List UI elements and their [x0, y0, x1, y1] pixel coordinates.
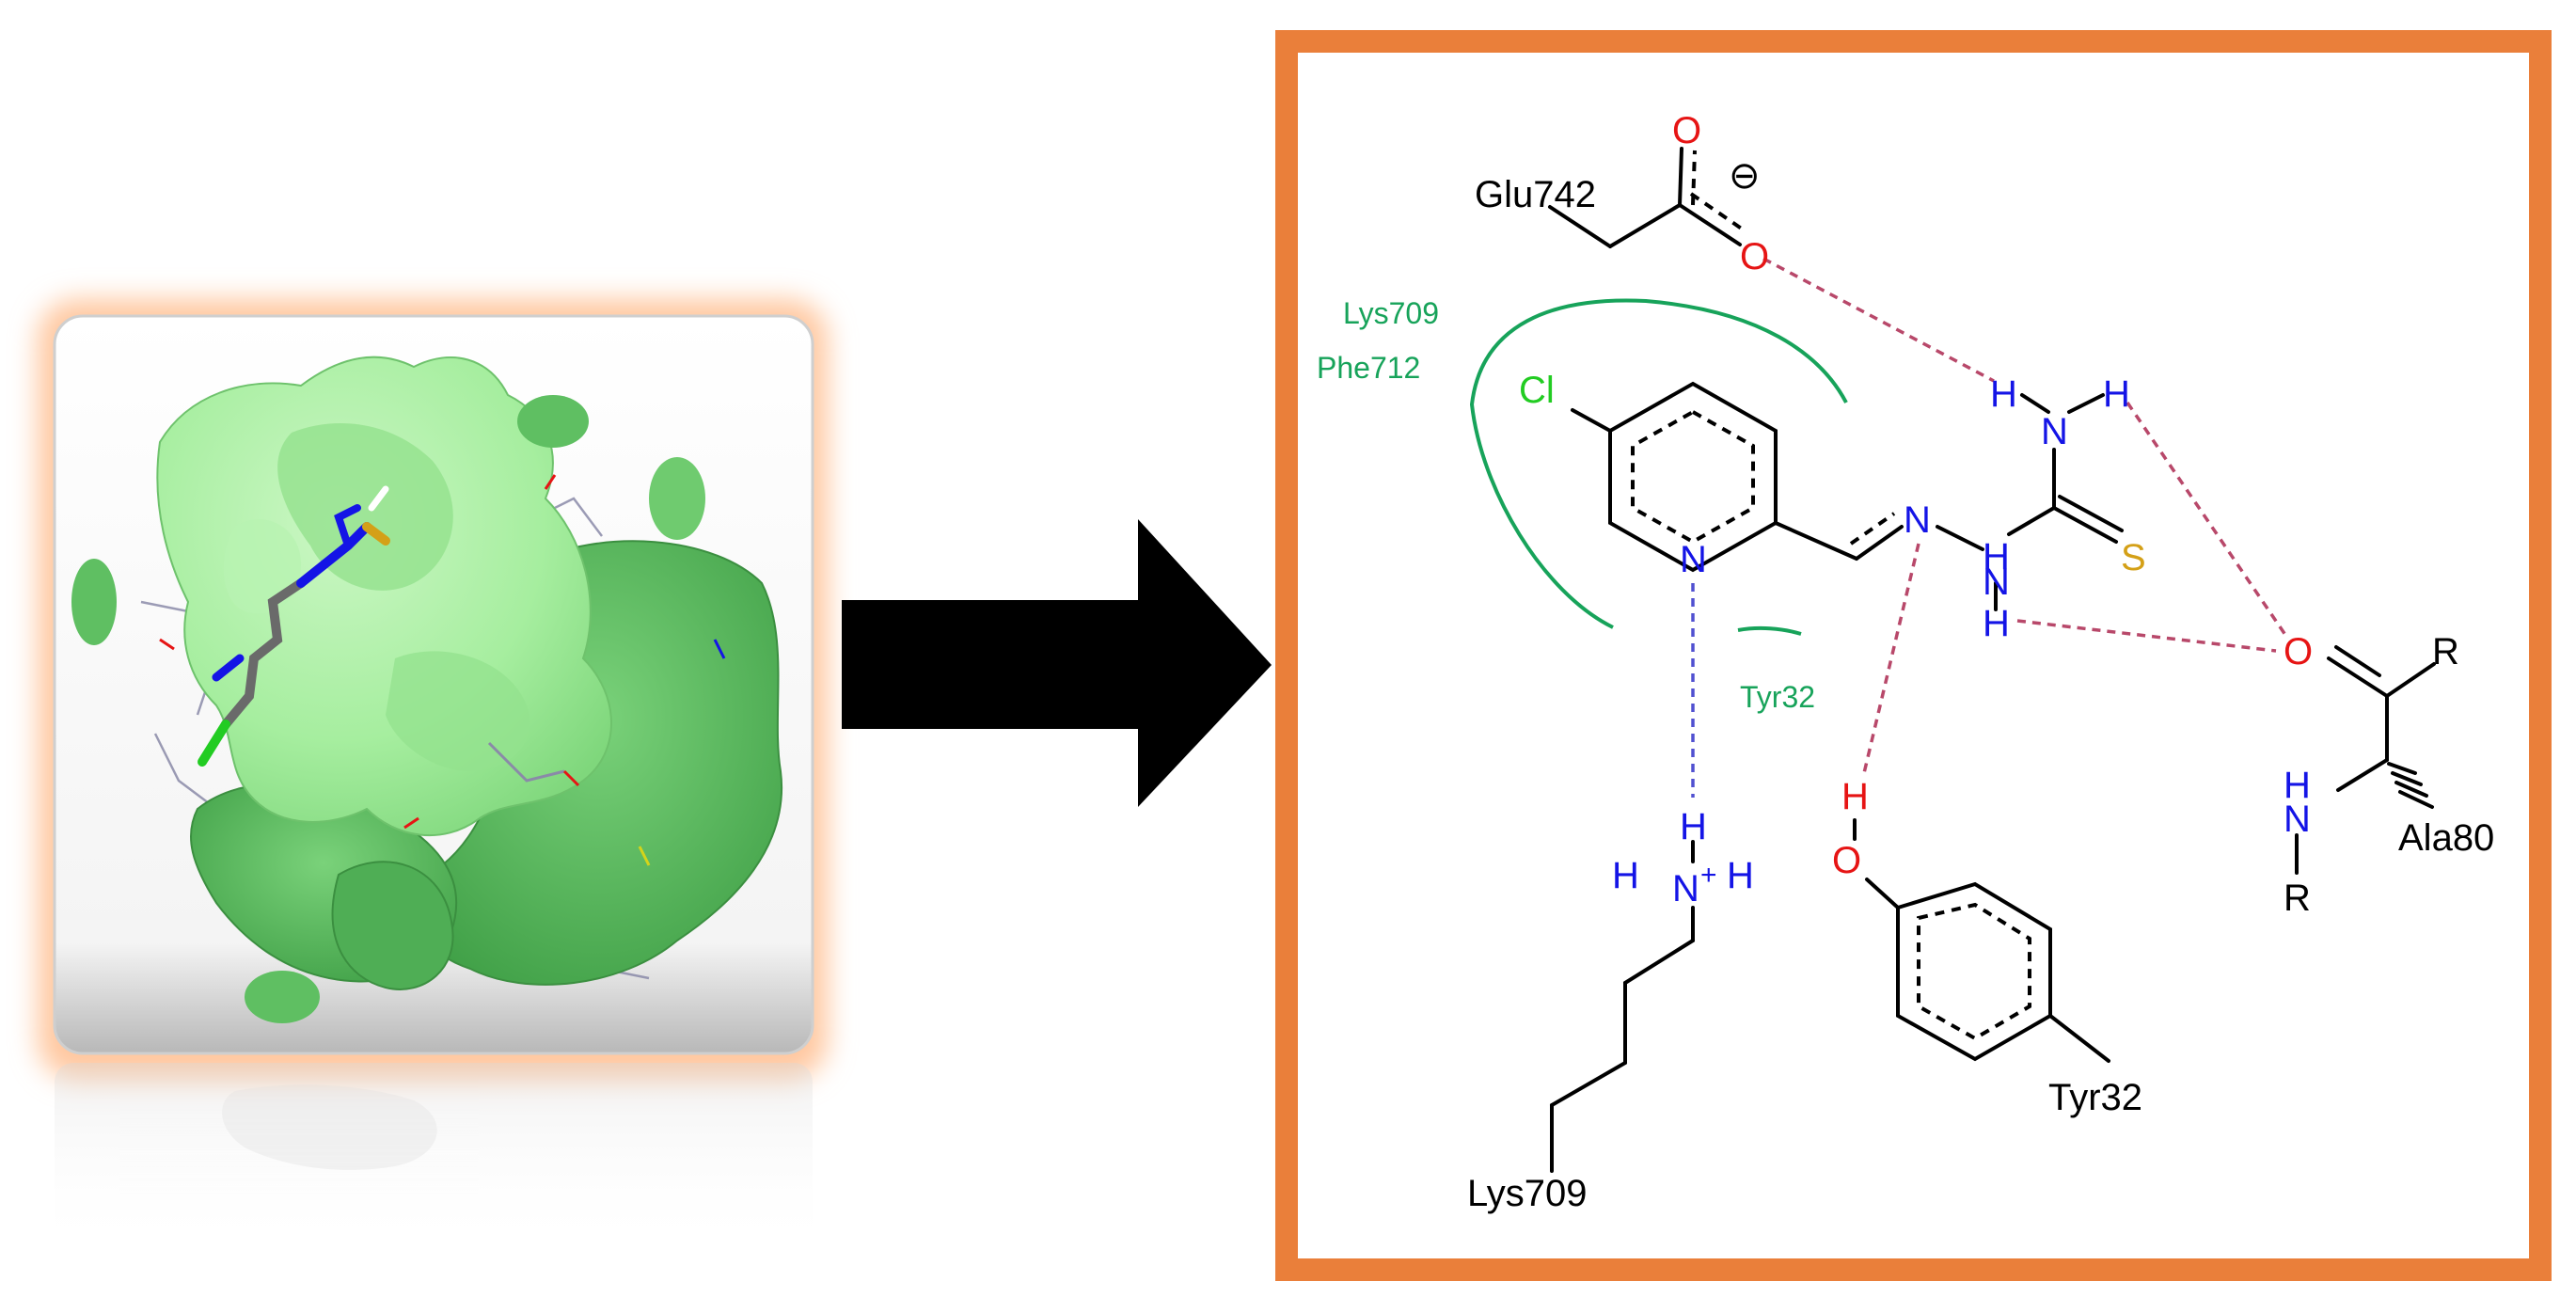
- hbond-imine-tyr32: [1862, 543, 1920, 774]
- atom-n-hydrazine: N: [1983, 562, 2010, 603]
- atom-h-on-n: H: [1983, 536, 2010, 577]
- right-arrow-icon: [842, 519, 1272, 807]
- hbond-glu742-nh2: [1762, 257, 1995, 383]
- atom-h-tyr: H: [1841, 776, 1869, 817]
- charge-symbol: ⊖: [1729, 155, 1761, 197]
- atom-h-nh: H: [1983, 603, 2010, 644]
- atom-r-bottom: R: [2284, 878, 2311, 919]
- atom-n-amide: N: [2284, 799, 2311, 840]
- hydrogen-bonds: [1691, 257, 2287, 798]
- label-tyr32-pocket: Tyr32: [1740, 680, 1815, 714]
- glu742-carboxylate: [1548, 147, 1747, 248]
- thiosemicarbazone-chain: [1774, 393, 2124, 611]
- surface-island: [71, 559, 117, 645]
- interaction-diagram-panel: O ⊖ O Cl N N H N S H N H H O R H N R H H…: [1275, 30, 2552, 1281]
- diagram-frame: [1275, 30, 2552, 1281]
- pyridine-ring: [1571, 381, 1778, 573]
- atom-n-lys: N: [1672, 868, 1699, 910]
- atom-r-top: R: [2432, 631, 2459, 672]
- atom-n-amine: N: [2041, 411, 2068, 452]
- atom-h-lys-left: H: [1612, 855, 1639, 896]
- atom-h-amide: H: [2284, 765, 2311, 806]
- surface-island: [649, 457, 705, 540]
- atom-labels: O ⊖ O Cl N N H N S H N H H O R H N R H H…: [1519, 110, 2459, 919]
- hbond-nh-ala80: [2016, 619, 2277, 653]
- pocket-arc-lys709-phe712: [1469, 298, 1848, 629]
- label-lys709: Lys709: [1467, 1173, 1588, 1214]
- atom-h-lys-right: H: [1727, 855, 1754, 896]
- panel-reflection: [55, 1063, 813, 1251]
- atom-n-imine: N: [1904, 499, 1931, 541]
- protein-surface-panel: [38, 299, 828, 1251]
- protein-surface-render-icon: [71, 356, 783, 1023]
- label-tyr32: Tyr32: [2048, 1077, 2142, 1118]
- tyr32-phenol: [1853, 818, 2110, 1063]
- atom-h-amine-right: H: [2103, 373, 2130, 415]
- atom-s: S: [2121, 537, 2146, 578]
- atom-h-lys-top: H: [1680, 806, 1707, 847]
- surface-island: [517, 395, 589, 448]
- atom-h-amine-left: H: [1990, 373, 2017, 415]
- lys709-sidechain: [1550, 840, 1695, 1173]
- ala80-backbone: [2295, 645, 2436, 875]
- pocket-arc-tyr32: [1737, 625, 1802, 636]
- hbond-nh2-ala80: [2126, 402, 2287, 636]
- atom-o-tyr: O: [1832, 840, 1861, 881]
- atom-n-pyridine: N: [1680, 539, 1707, 580]
- atom-o-top: O: [1672, 110, 1701, 151]
- surface-island: [245, 971, 320, 1023]
- residue-labels: Glu742 Lys709 Phe712 Tyr32 Lys709 Tyr32 …: [1317, 174, 2494, 1214]
- label-phe712: Phe712: [1317, 351, 1420, 385]
- label-ala80: Ala80: [2398, 817, 2494, 859]
- label-glu742: Glu742: [1475, 174, 1596, 215]
- charge-plus: +: [1700, 860, 1717, 891]
- surface-dark-lobe-low: [331, 861, 454, 990]
- atom-cl: Cl: [1519, 370, 1555, 411]
- atom-o-carbonyl: O: [2284, 631, 2313, 672]
- label-lys709-pocket: Lys709: [1343, 296, 1439, 330]
- atom-o-mid: O: [1740, 236, 1769, 277]
